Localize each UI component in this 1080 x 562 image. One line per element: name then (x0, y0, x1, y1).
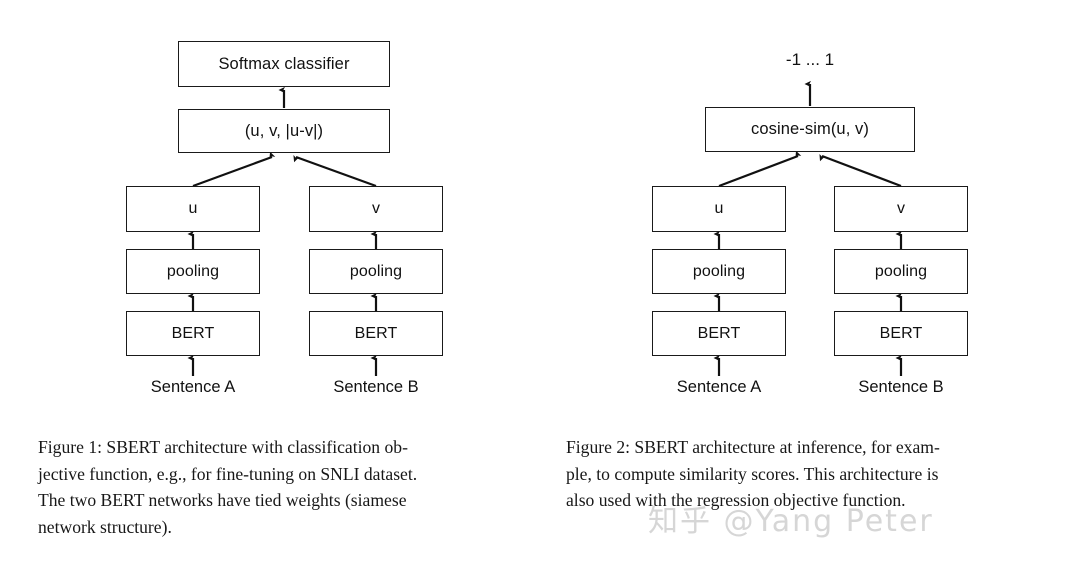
node-v[interactable]: v (309, 186, 443, 232)
figure-2-caption: Figure 2: SBERT architecture at inferenc… (566, 434, 1068, 514)
figure-1-diagram: Softmax classifier (u, v, |u-v|) u v poo… (0, 0, 540, 410)
caption-line: Figure 2: SBERT architecture at inferenc… (566, 437, 940, 457)
node-pooling-right[interactable]: pooling (834, 249, 968, 294)
figure-1-arrows (187, 86, 378, 376)
node-u[interactable]: u (126, 186, 260, 232)
caption-line: ple, to compute similarity scores. This … (566, 463, 939, 484)
node-v[interactable]: v (834, 186, 968, 232)
figure-2-arrows (713, 80, 903, 376)
node-pooling-left[interactable]: pooling (126, 249, 260, 294)
input-label-sentence-b: Sentence B (333, 378, 419, 396)
input-label-sentence-b: Sentence B (858, 378, 944, 396)
node-softmax-classifier[interactable]: Softmax classifier (178, 41, 390, 87)
node-cosine-sim[interactable]: cosine-sim(u, v) (705, 107, 915, 152)
node-concat-uv[interactable]: (u, v, |u-v|) (178, 109, 390, 153)
node-bert-right[interactable]: BERT (309, 311, 443, 356)
node-pooling-left[interactable]: pooling (652, 249, 786, 294)
figure-2-diagram: -1 ... 1 cosine-sim(u, v) u v pooling po… (540, 0, 1080, 410)
node-pooling-right[interactable]: pooling (309, 249, 443, 294)
node-bert-right[interactable]: BERT (834, 311, 968, 356)
caption-line: jective function, e.g., for fine-tuning … (38, 463, 418, 484)
caption-line: network structure). (38, 516, 172, 537)
figure-1-caption: Figure 1: SBERT architecture with classi… (38, 434, 537, 540)
caption-line: The two BERT networks have tied weights … (38, 490, 407, 511)
output-range-label: -1 ... 1 (785, 50, 835, 69)
input-label-sentence-a: Sentence A (676, 378, 762, 396)
node-u[interactable]: u (652, 186, 786, 232)
node-bert-left[interactable]: BERT (652, 311, 786, 356)
node-bert-left[interactable]: BERT (126, 311, 260, 356)
caption-line: also used with the regression objective … (566, 490, 906, 511)
input-label-sentence-a: Sentence A (150, 378, 236, 396)
caption-line: Figure 1: SBERT architecture with classi… (38, 437, 408, 457)
